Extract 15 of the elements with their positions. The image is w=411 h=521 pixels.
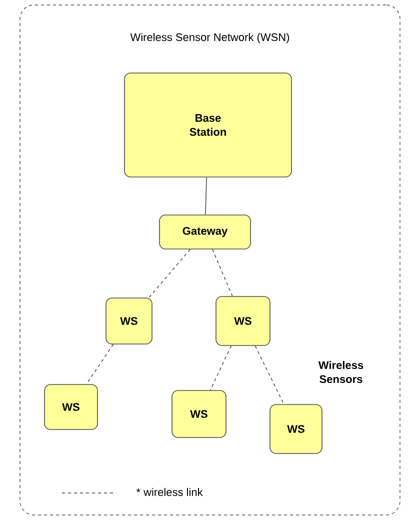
dashed-link	[210, 346, 232, 390]
dashed-link	[148, 249, 190, 298]
sensor-node-box: WS	[172, 390, 226, 438]
legend-text: * wireless link	[136, 488, 203, 496]
dashed-link	[86, 344, 114, 384]
sensor-node-box: WS	[270, 404, 322, 454]
sensor-node-box: WS	[44, 384, 98, 430]
sensor-node-box: WS	[216, 296, 270, 346]
gateway-box: Gateway	[159, 214, 251, 250]
link-line	[205, 177, 207, 215]
sensor-node-box: WS	[106, 298, 152, 344]
dashed-link	[212, 249, 233, 296]
area-label: Wireless Sensors	[318, 360, 364, 384]
dashed-link	[254, 346, 284, 404]
base-station-box: Base Station	[124, 72, 292, 178]
